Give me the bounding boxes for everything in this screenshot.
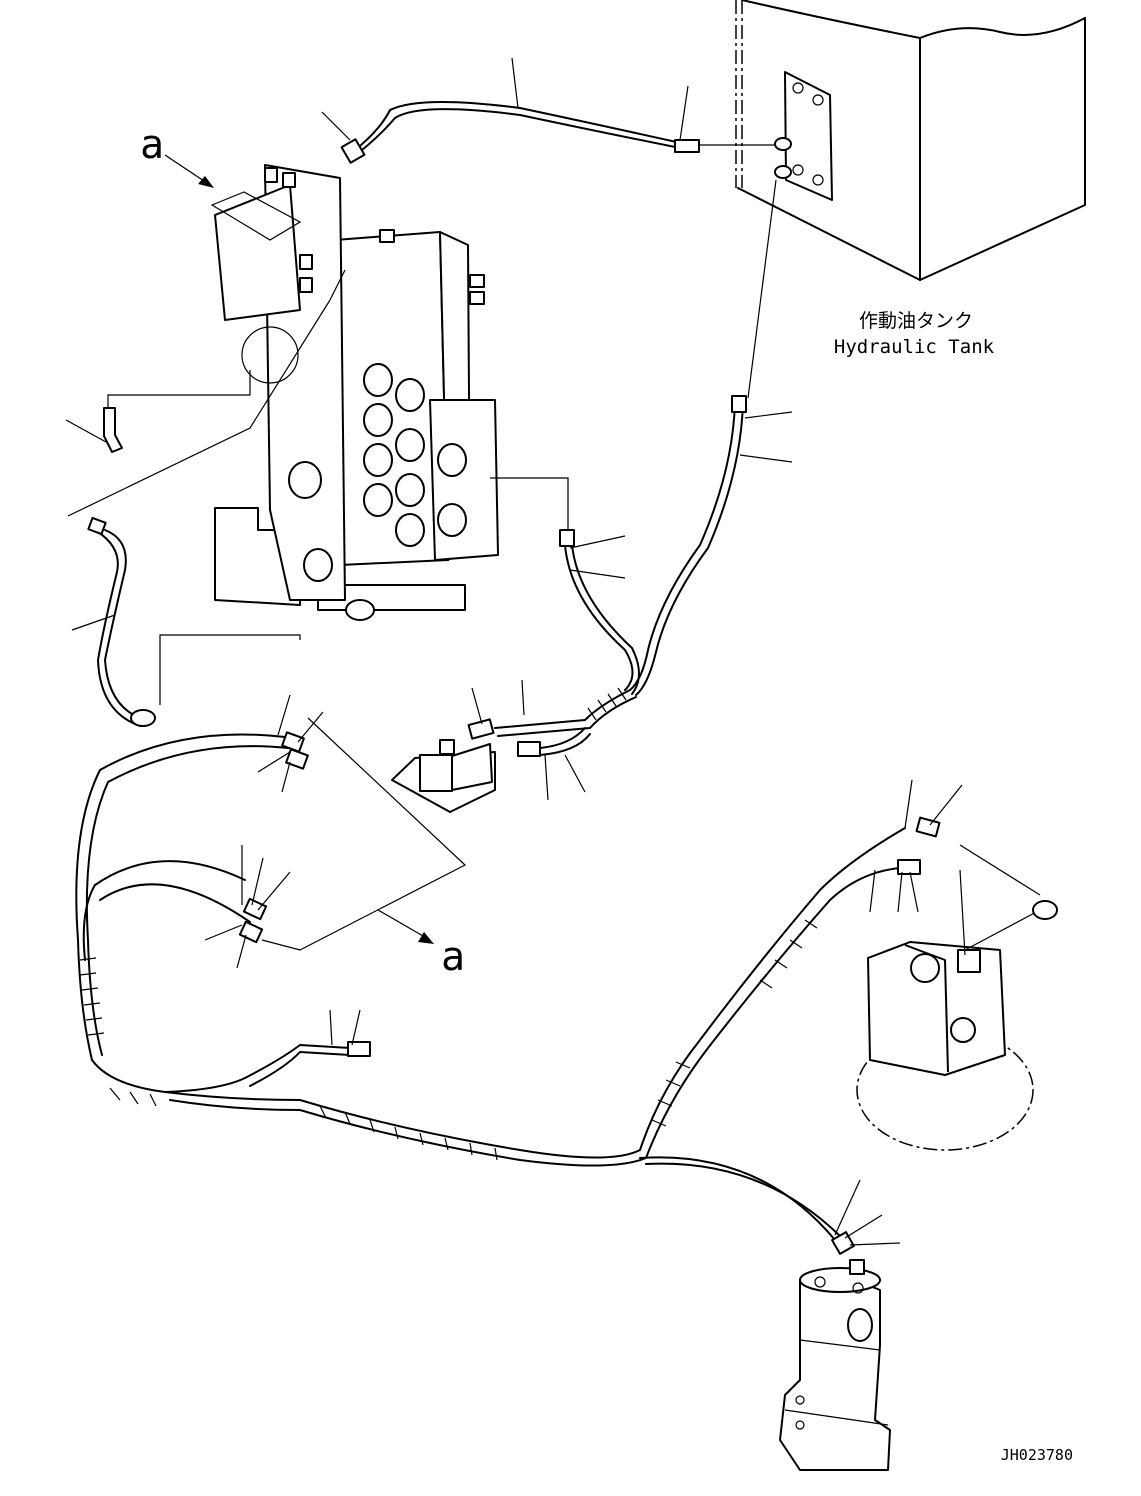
hose-fittings [87, 138, 941, 1255]
ref-a-bottom: a [441, 934, 465, 980]
hydraulic-tank [700, 0, 1086, 399]
tank-label: 作動油タンク Hydraulic Tank [834, 310, 995, 358]
solenoid-valve [391, 739, 496, 813]
tank-label-en: Hydraulic Tank [834, 336, 995, 358]
valve-spools [288, 363, 467, 621]
manifold-fittings [264, 167, 485, 305]
swivel-joint [779, 1259, 891, 1471]
tank-label-jp: 作動油タンク [859, 310, 973, 332]
spiral-wraps [79, 687, 818, 1161]
leader-lines [65, 57, 963, 1246]
ref-a-top: a [140, 122, 164, 168]
swing-motor [856, 844, 1058, 1151]
hoses [75, 101, 906, 1241]
control-valve-assembly [107, 164, 499, 621]
drawing-number: JH023780 [1001, 1446, 1073, 1464]
